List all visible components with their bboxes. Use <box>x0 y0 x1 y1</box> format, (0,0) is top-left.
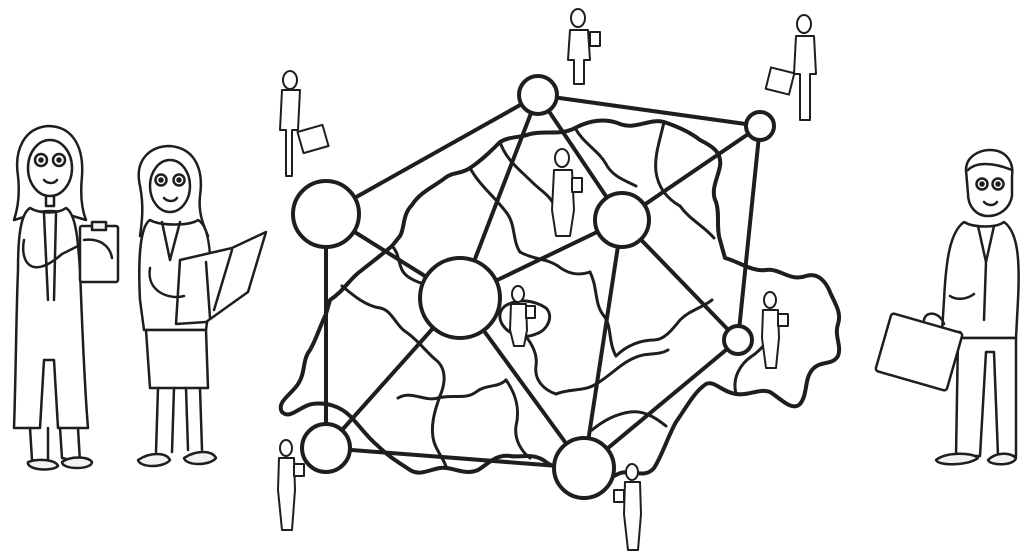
network-node <box>746 112 774 140</box>
businessman-figure <box>875 150 1018 464</box>
small-doctor-figure <box>568 9 600 84</box>
network-node <box>420 258 500 338</box>
network-node <box>293 181 359 247</box>
network-node <box>595 193 649 247</box>
small-businessman-figure <box>280 71 329 176</box>
small-businessman-figure <box>766 15 816 120</box>
network-node <box>302 424 350 472</box>
small-doctor-figure <box>278 440 304 530</box>
doctor-woman-figure <box>14 126 118 469</box>
reader-woman-figure <box>138 146 266 466</box>
network-node <box>519 76 557 114</box>
network-node <box>724 326 752 354</box>
network-node <box>554 438 614 498</box>
small-doctor-figure <box>614 464 641 550</box>
